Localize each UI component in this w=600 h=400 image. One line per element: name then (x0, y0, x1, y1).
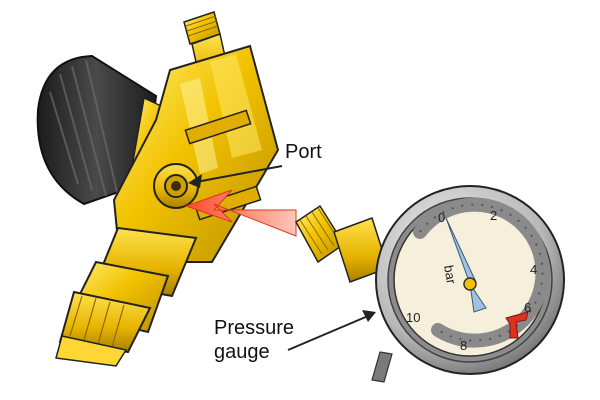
port-hole (171, 181, 181, 191)
dial-number-4: 4 (530, 262, 537, 277)
gauge-stem (371, 351, 393, 383)
gauge-connector (295, 204, 389, 283)
dial-number-6: 6 (524, 300, 531, 315)
needle-pivot (463, 277, 477, 291)
valve-body (112, 44, 280, 263)
port-label: Port (285, 141, 322, 163)
port-arrowhead-icon (188, 174, 202, 188)
pressure-gauge-icon: 0 2 4 6 8 10 bar (371, 185, 565, 383)
dial-number-8: 8 (460, 338, 467, 353)
dial-number-10: 10 (406, 310, 420, 325)
red-limit-marker (505, 311, 529, 339)
port-callout: Port (188, 141, 322, 188)
flow-arrow-icon (184, 189, 297, 237)
dial-scale-band (413, 197, 550, 348)
port-leader-line (195, 165, 283, 183)
dial-number-0: 0 (438, 210, 445, 225)
gauge-callout: Pressure gauge (214, 310, 376, 363)
gauge-leader-line (287, 315, 369, 351)
pressure-gauge-label-line1: Pressure (214, 317, 294, 339)
pressure-gauge-label-line2: gauge (214, 341, 270, 363)
regulator-valve-icon (36, 11, 280, 367)
outlet-fitting (55, 226, 198, 367)
gauge-arrowhead-icon (362, 310, 376, 322)
dial-number-2: 2 (490, 208, 497, 223)
gauge-unit-label: bar (441, 264, 459, 286)
